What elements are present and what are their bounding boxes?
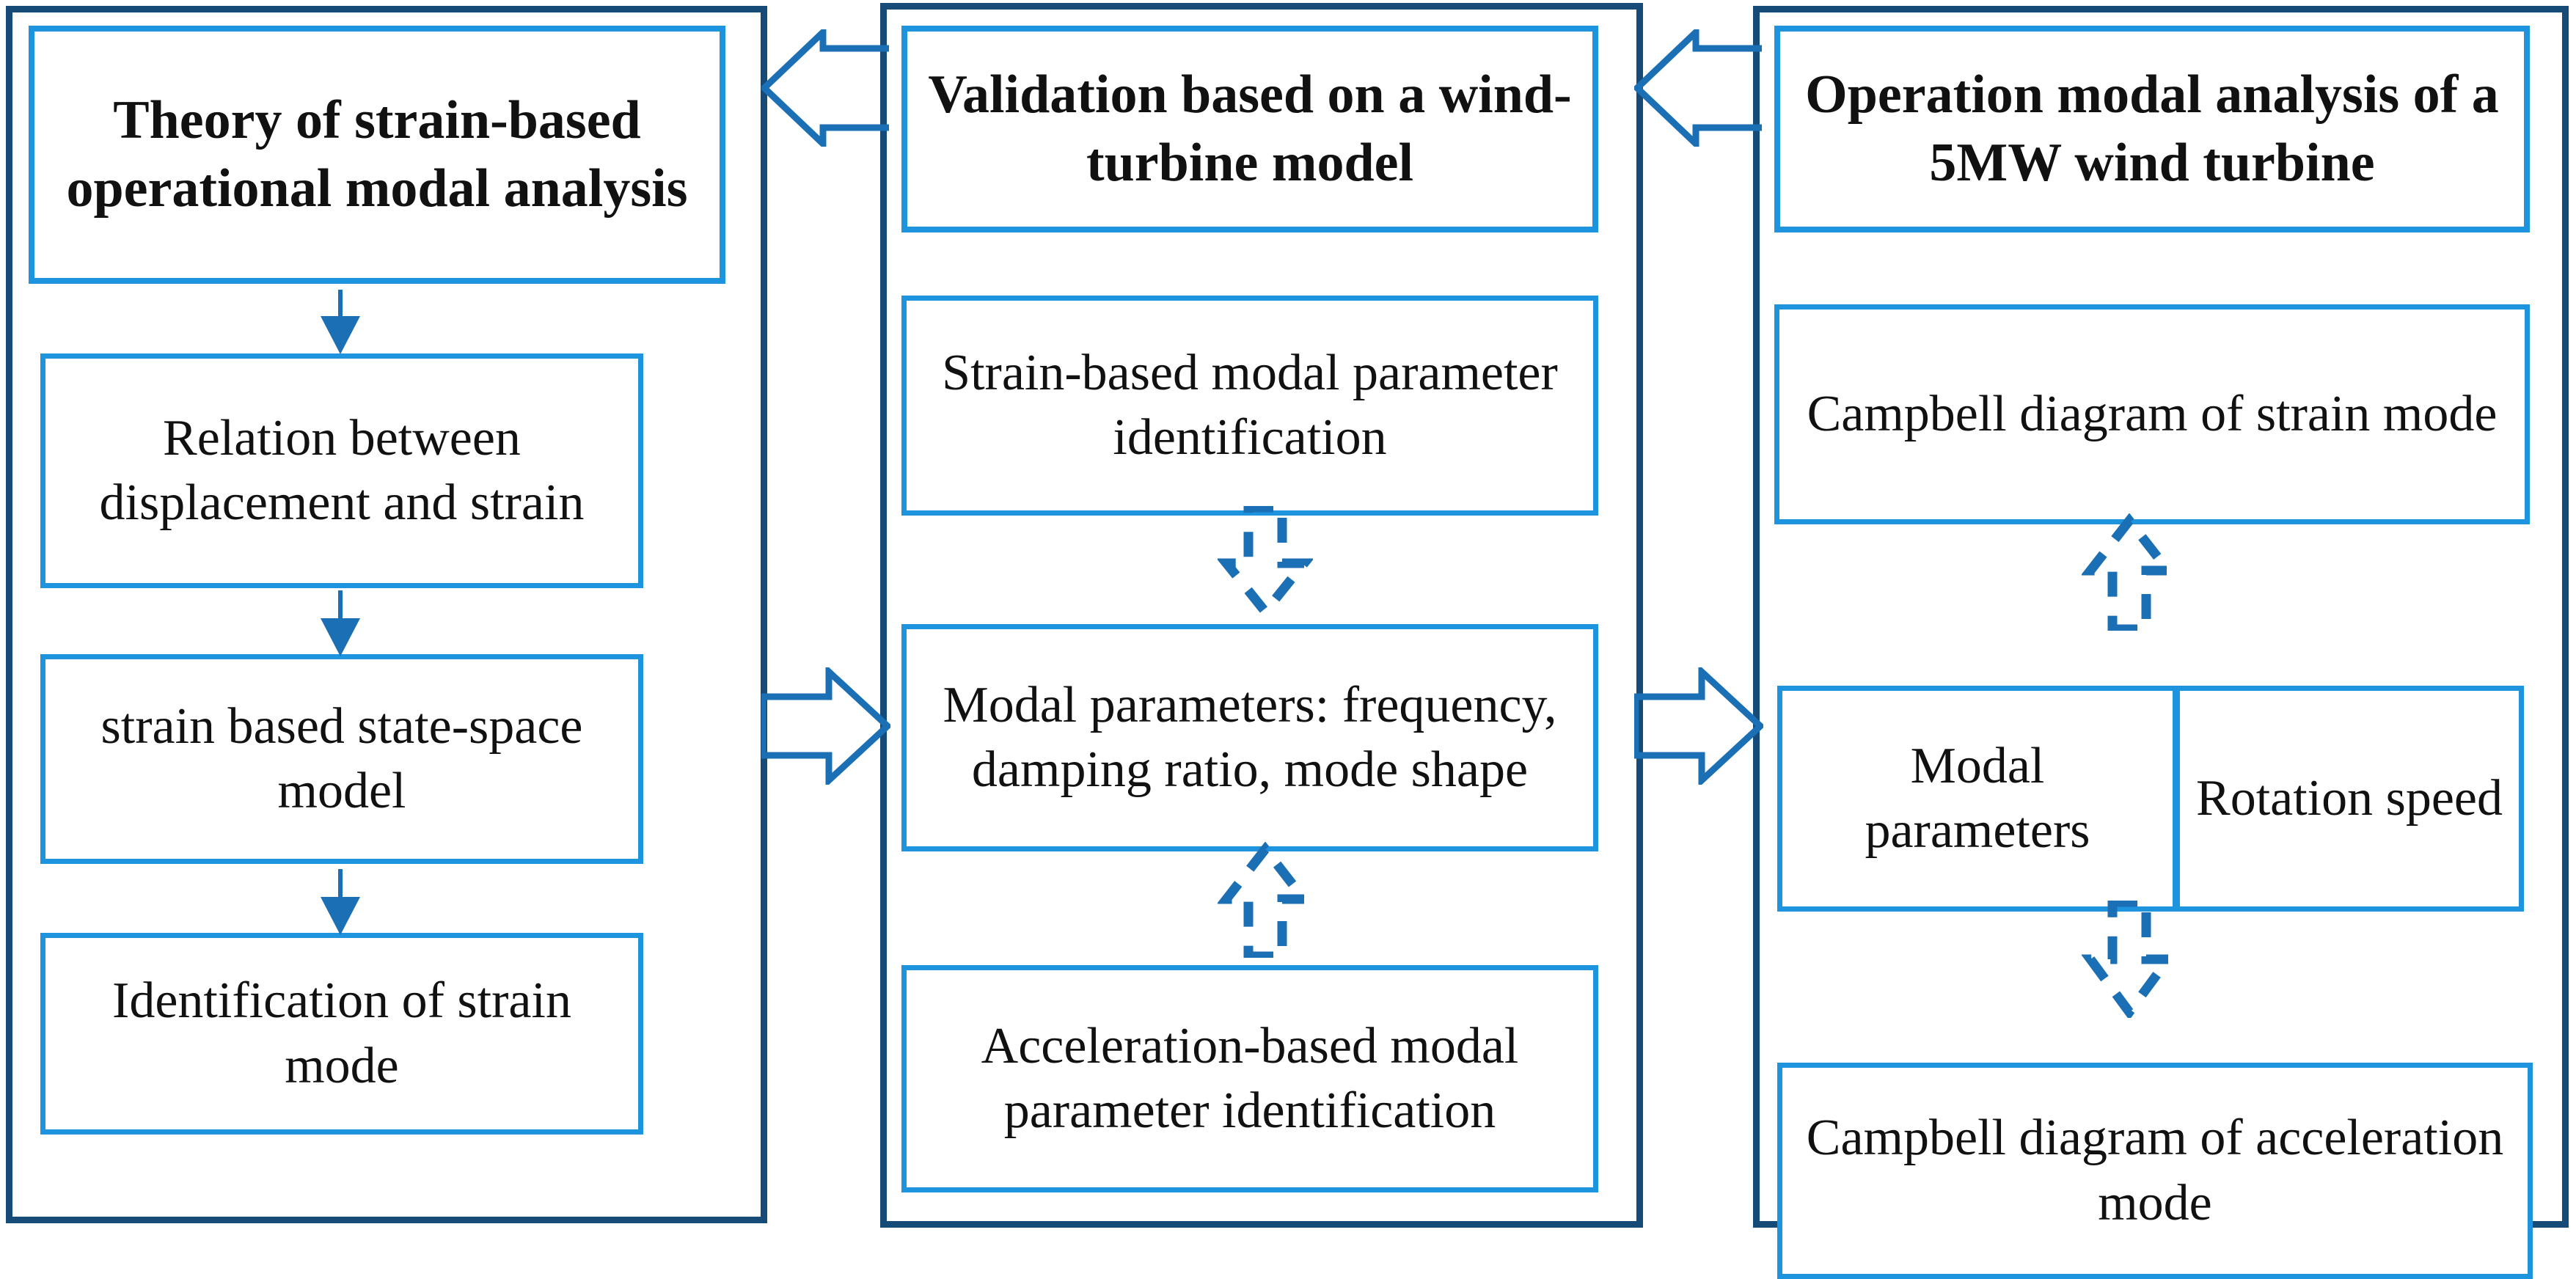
- box-relation-displacement-strain[interactable]: Relation between displacement and strain: [40, 353, 643, 588]
- box-modal-parameters[interactable]: Modal parameters: [1777, 686, 2178, 912]
- box-modal-parameters-detail[interactable]: Modal parameters: frequency, damping rat…: [901, 624, 1598, 851]
- box-relation-label: Relation between displacement and strain: [99, 409, 585, 531]
- box-state-space-label: strain based state-space model: [100, 697, 583, 819]
- block-arrow-right-theory-to-validation-icon: [761, 667, 890, 785]
- box-campbell-diagram-acceleration-mode[interactable]: Campbell diagram of acceleration mode: [1777, 1063, 2533, 1279]
- flowchart-canvas: Theory of strain-based operational modal…: [6, 3, 2569, 1279]
- panel-theory: Theory of strain-based operational modal…: [6, 6, 767, 1223]
- arrow-down-title-to-relation: [315, 290, 366, 354]
- box-identification-strain-mode[interactable]: Identification of strain mode: [40, 933, 643, 1135]
- box-operation-title-label: Operation modal analysis of a 5MW wind t…: [1805, 64, 2499, 193]
- block-arrow-right-validation-to-operation-icon: [1634, 667, 1763, 785]
- box-acceleration-modal-label: Acceleration-based modal parameter ident…: [981, 1017, 1519, 1139]
- arrow-shaft: [338, 290, 343, 319]
- block-arrow-left-validation-to-theory-icon: [761, 29, 890, 147]
- arrow-shaft: [338, 869, 343, 898]
- arrow-shaft: [338, 590, 343, 620]
- box-strain-based-modal-parameter-identification[interactable]: Strain-based modal parameter identificat…: [901, 296, 1598, 516]
- block-arrow-left-operation-to-validation-icon: [1634, 29, 1763, 147]
- box-modal-parameters-label: Modal parameters: frequency, damping rat…: [943, 676, 1557, 798]
- box-acceleration-based-modal-parameter-identification[interactable]: Acceleration-based modal parameter ident…: [901, 965, 1598, 1192]
- box-strain-modal-label: Strain-based modal parameter identificat…: [942, 344, 1558, 466]
- dashed-arrow-up-acceleration-to-modal-icon: [1218, 842, 1313, 958]
- box-rotation-speed-label: Rotation speed: [2196, 769, 2503, 827]
- arrow-down-relation-to-state-space: [315, 590, 366, 656]
- box-strain-state-space-model[interactable]: strain based state-space model: [40, 654, 643, 864]
- box-rotation-speed[interactable]: Rotation speed: [2175, 686, 2524, 912]
- box-operation-title[interactable]: Operation modal analysis of a 5MW wind t…: [1774, 26, 2530, 232]
- box-campbell-strain-label: Campbell diagram of strain mode: [1807, 385, 2498, 442]
- arrow-down-state-space-to-identification: [315, 869, 366, 935]
- box-theory-title-label: Theory of strain-based operational modal…: [66, 89, 688, 219]
- box-campbell-diagram-strain-mode[interactable]: Campbell diagram of strain mode: [1774, 304, 2530, 524]
- box-identification-label: Identification of strain mode: [112, 972, 571, 1094]
- dashed-arrow-down-strain-to-modal-icon: [1218, 506, 1313, 616]
- arrow-head-down-icon: [321, 316, 360, 354]
- panel-validation: Validation based on a wind-turbine model…: [880, 3, 1643, 1228]
- arrow-head-down-icon: [321, 618, 360, 656]
- box-validation-title-label: Validation based on a wind-turbine model: [928, 64, 1572, 193]
- panel-operation: Operation modal analysis of a 5MW wind t…: [1753, 6, 2569, 1279]
- arrow-head-down-icon: [321, 897, 360, 935]
- box-validation-title[interactable]: Validation based on a wind-turbine model: [901, 26, 1598, 232]
- dashed-arrow-down-modal-to-campbell-acceleration-icon: [2082, 901, 2177, 1018]
- box-theory-title[interactable]: Theory of strain-based operational modal…: [29, 26, 725, 284]
- box-modal-parameters-right-label: Modal parameters: [1865, 737, 2090, 859]
- box-campbell-acceleration-label: Campbell diagram of acceleration mode: [1806, 1110, 2504, 1231]
- dashed-arrow-up-modal-to-campbell-strain-icon: [2082, 513, 2177, 631]
